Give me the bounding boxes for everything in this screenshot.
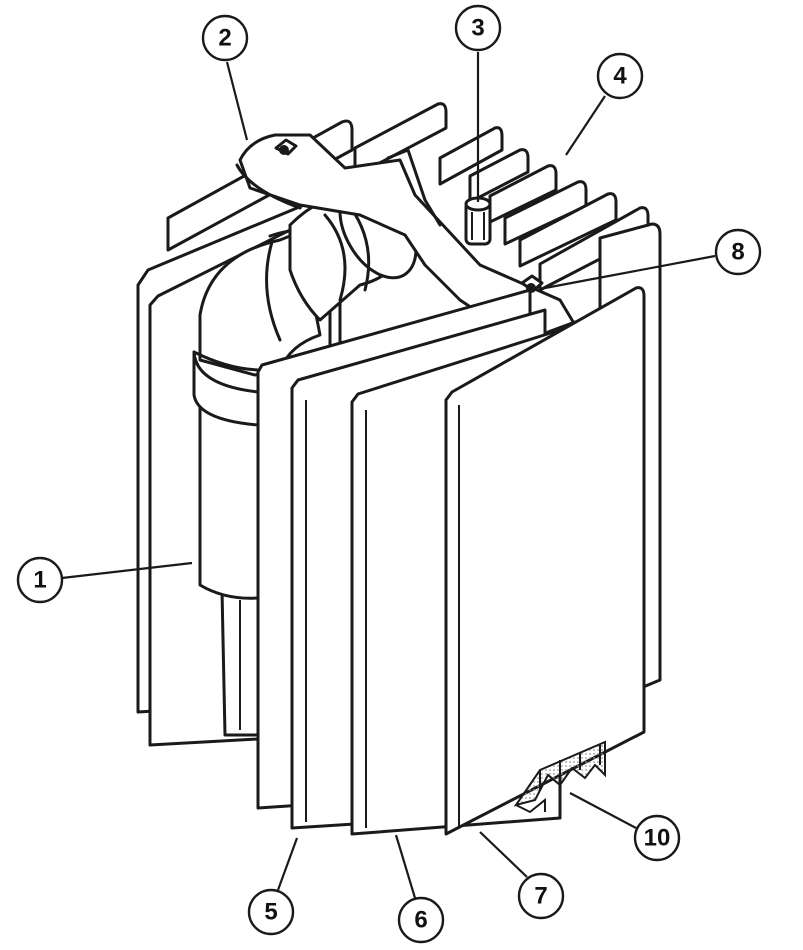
callout-1: 1 — [16, 556, 64, 604]
callout-label: 8 — [731, 239, 744, 266]
callout-label: 2 — [218, 25, 231, 52]
callout-10: 10 — [633, 814, 681, 862]
grid-fabric-exposed — [513, 740, 606, 814]
callout-label: 4 — [613, 63, 627, 90]
callout-8: 8 — [714, 228, 762, 276]
callout-6: 6 — [397, 896, 445, 944]
leader-6 — [394, 834, 417, 899]
callout-label: 3 — [471, 15, 484, 42]
leader-10 — [569, 792, 637, 829]
callout-label: 10 — [644, 825, 671, 852]
leader-lines — [61, 52, 716, 899]
leader-2 — [225, 61, 249, 141]
callout-label: 7 — [534, 883, 547, 910]
leader-5 — [276, 837, 299, 891]
callout-4: 4 — [596, 52, 644, 100]
leader-1 — [61, 561, 193, 580]
callout-label: 1 — [33, 567, 46, 594]
front-grid-panels — [256, 222, 662, 836]
callout-7: 7 — [517, 872, 565, 920]
leader-4 — [565, 95, 606, 156]
manifold-arms — [235, 133, 580, 352]
callout-3: 3 — [454, 4, 502, 52]
leader-7 — [479, 831, 528, 878]
callout-label: 6 — [414, 907, 427, 934]
callout-2: 2 — [201, 14, 249, 62]
leader-8 — [544, 254, 716, 290]
callout-5: 5 — [247, 888, 295, 936]
callout-label: 5 — [264, 899, 277, 926]
